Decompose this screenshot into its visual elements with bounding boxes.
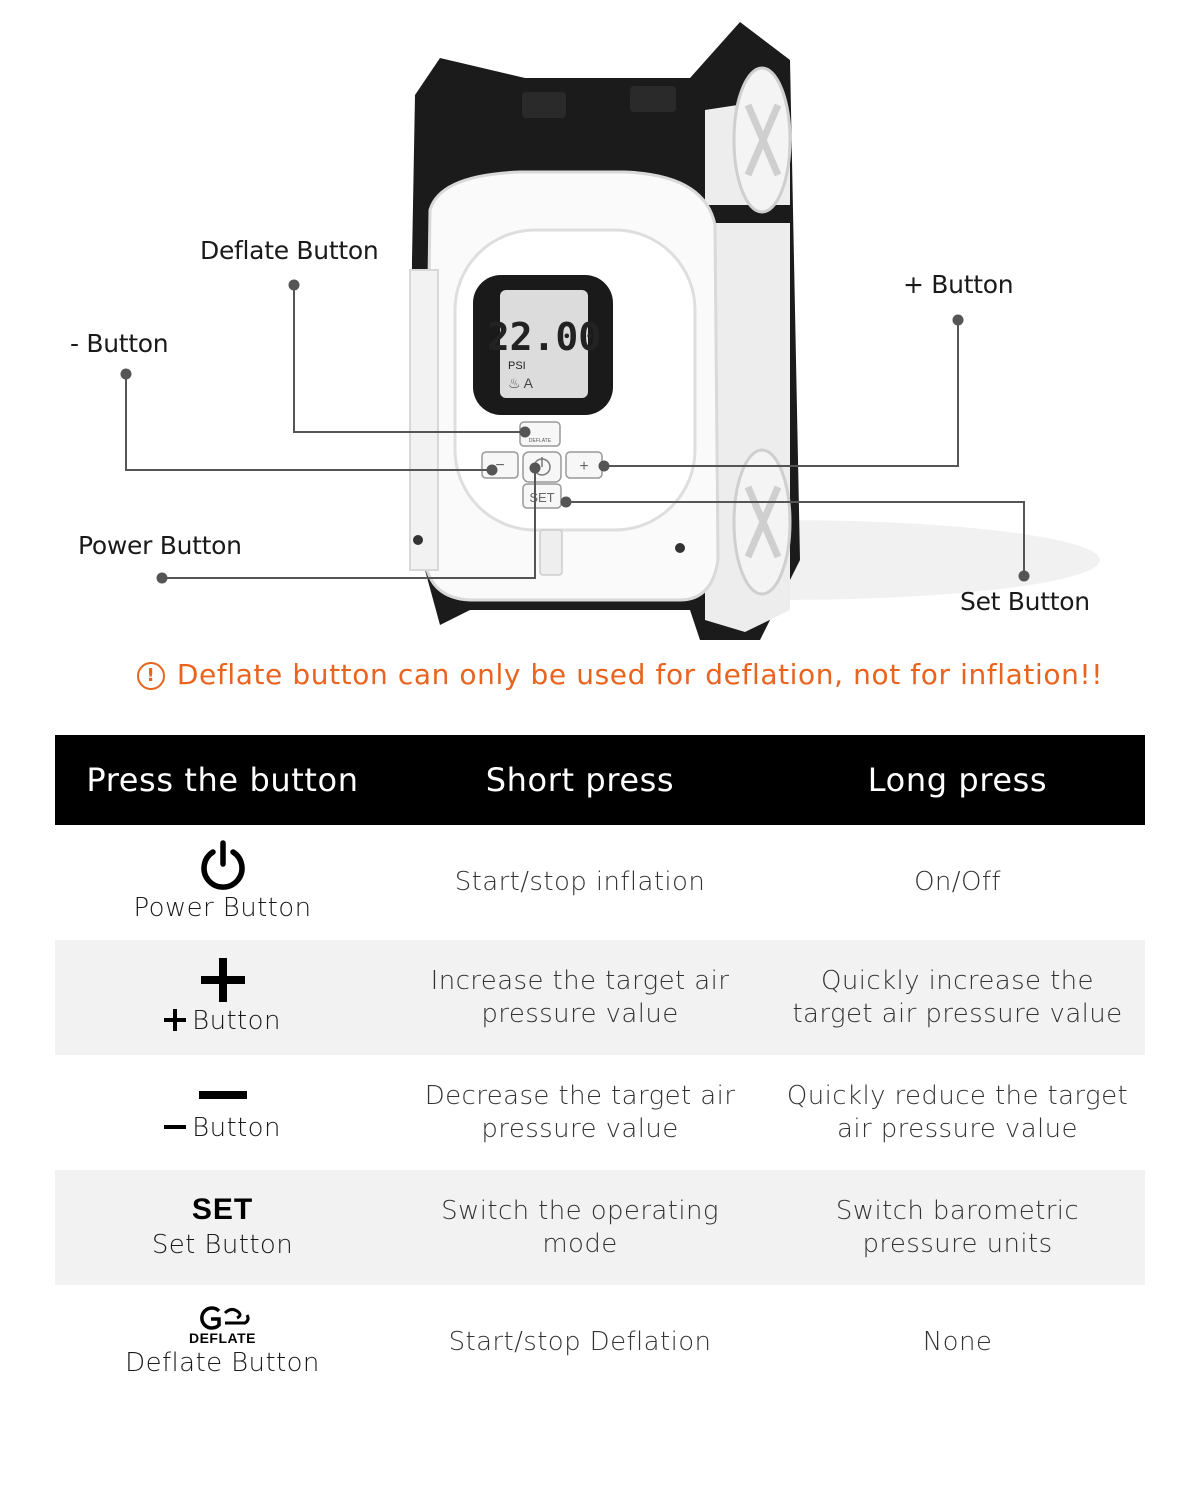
- callout-set: Set Button: [960, 587, 1090, 616]
- power-icon: [200, 840, 245, 890]
- air-pump-illustration: 22.00 PSI ♨ A DEFLATE − + SET: [120, 22, 1100, 640]
- valve-right: [630, 86, 676, 112]
- callout-minus: - Button: [70, 329, 169, 358]
- short-press-cell: Decrease the target air pressure value: [424, 1080, 736, 1144]
- svg-text:+: +: [579, 458, 588, 475]
- callout-deflate: Deflate Button: [200, 236, 379, 265]
- lcd-mode-icon: ♨ A: [508, 375, 534, 391]
- warning-text: Deflate button can only be used for defl…: [176, 658, 1104, 691]
- device-set-button[interactable]: [522, 483, 562, 509]
- table-row: DEFLATE Deflate Button Start/stop Deflat…: [55, 1285, 1145, 1400]
- deflate-icon: [199, 1306, 250, 1330]
- callout-dots: [120, 279, 1030, 584]
- header-short-press: Short press: [390, 735, 770, 825]
- table-row: Button Increase the target air pressure …: [55, 940, 1145, 1055]
- short-press-cell: Switch the operating mode: [390, 1170, 770, 1285]
- minus-small-icon: [164, 1125, 187, 1129]
- header-press-button: Press the button: [55, 735, 390, 825]
- short-press-cell: Increase the target air pressure value: [390, 940, 770, 1055]
- svg-text:DEFLATE: DEFLATE: [529, 438, 552, 444]
- lcd-unit: PSI: [508, 360, 526, 372]
- long-press-cell: Switch barometric pressure units: [770, 1170, 1145, 1285]
- short-press-cell: Start/stop inflation: [454, 867, 706, 897]
- deflate-warning: ! Deflate button can only be used for def…: [0, 658, 1200, 691]
- table-row: Power Button Start/stop inflation On/Off: [55, 825, 1145, 940]
- svg-text:SET: SET: [529, 490, 554, 505]
- set-icon: SET: [191, 1193, 254, 1226]
- table-row: Button Decrease the target air pressure …: [55, 1055, 1145, 1170]
- long-press-cell: On/Off: [914, 867, 1001, 897]
- short-press-cell: Start/stop Deflation: [448, 1327, 712, 1357]
- callout-plus: + Button: [903, 270, 1014, 299]
- lcd-value: 22.00: [487, 315, 601, 359]
- button-functions-table: Press the button Short press Long press …: [55, 735, 1145, 1400]
- exclamation-circle-icon: !: [136, 662, 165, 690]
- callout-line-power: [162, 468, 536, 579]
- plus-small-icon: [164, 1009, 187, 1031]
- callout-power: Power Button: [78, 531, 242, 560]
- callout-line-minus: [125, 374, 492, 471]
- product-area: 22.00 PSI ♨ A DEFLATE − + SET: [0, 0, 1200, 650]
- minus-icon: [198, 1091, 247, 1099]
- header-long-press: Long press: [770, 735, 1145, 825]
- valve-left: [522, 92, 566, 118]
- table-header-row: Press the button Short press Long press: [55, 735, 1145, 825]
- callout-line-plus: [604, 320, 959, 467]
- button-name: Button: [192, 1113, 281, 1143]
- button-name: Set Button: [151, 1230, 294, 1260]
- long-press-cell: Quickly reduce the target air pressure v…: [786, 1080, 1129, 1144]
- callout-line-set: [566, 501, 1025, 576]
- long-press-cell: Quickly increase the target air pressure…: [770, 940, 1145, 1055]
- callout-line-deflate: [293, 285, 525, 433]
- long-press-cell: None: [922, 1327, 993, 1357]
- callout-lines: [125, 285, 1025, 579]
- button-name: Button: [192, 1006, 281, 1036]
- lcd-screen: [500, 290, 588, 398]
- button-name: Deflate Button: [125, 1348, 320, 1378]
- plus-icon: [200, 958, 245, 1002]
- deflate-icon-label: DEFLATE: [188, 1330, 256, 1346]
- table-row: SET Set Button Switch the operating mode…: [55, 1170, 1145, 1285]
- svg-text:−: −: [495, 457, 504, 474]
- button-name: Power Button: [133, 893, 312, 923]
